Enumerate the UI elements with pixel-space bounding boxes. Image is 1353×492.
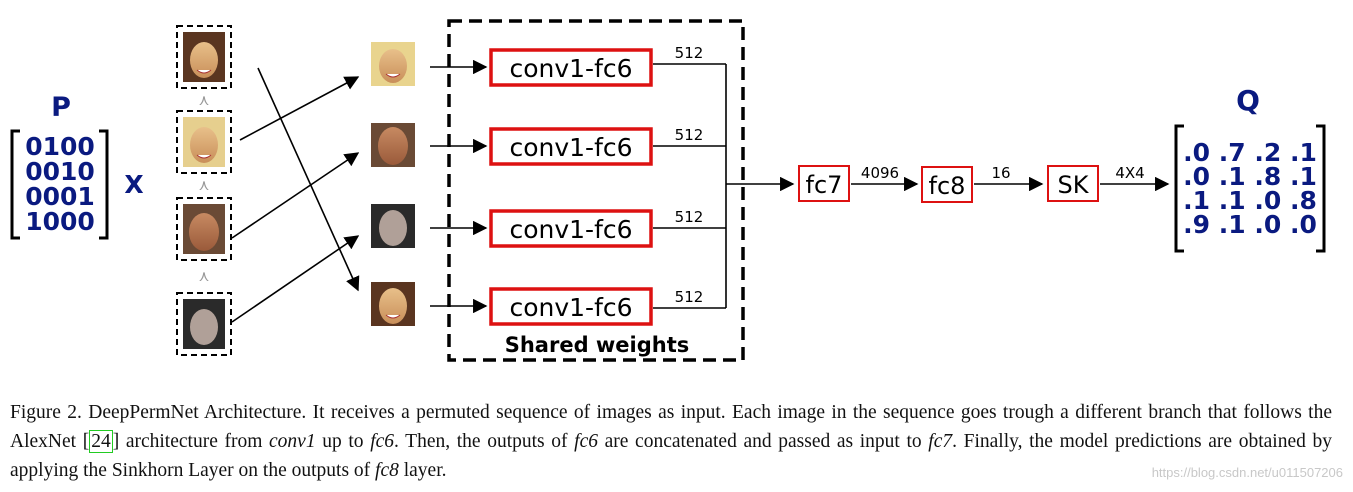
q-matrix-row: .0 .1 .8 .1 [1183, 162, 1317, 191]
branch-conv1-fc6: conv1-fc6 [489, 287, 653, 326]
p-matrix-row: 0100 [25, 132, 95, 161]
svg-text:fc7: fc7 [806, 171, 843, 199]
branch-label: conv1-fc6 [509, 293, 632, 322]
q-matrix-row: .0 .7 .2 .1 [1183, 138, 1317, 167]
q-matrix: .0 .7 .2 .1 .0 .1 .8 .1 .1 .1 .0 .8 .9 .… [1174, 124, 1326, 253]
multiply-symbol: X [124, 170, 143, 199]
fc7-layer: fc7 [798, 165, 850, 202]
concat-lines [653, 63, 795, 309]
dim-label: 4X4 [1115, 164, 1144, 182]
svg-text:SK: SK [1058, 171, 1090, 199]
dim-label: 4096 [861, 164, 899, 182]
q-matrix-row: .9 .1 .0 .0 [1183, 210, 1317, 239]
q-matrix-label: Q [1236, 84, 1260, 117]
p-matrix: 0100 0010 0001 1000 [10, 129, 109, 240]
branch-conv1-fc6: conv1-fc6 [489, 209, 653, 248]
p-matrix-label: P [51, 92, 71, 123]
branch-conv1-fc6: conv1-fc6 [489, 127, 653, 166]
p-matrix-row: 1000 [25, 207, 95, 236]
branch-label: conv1-fc6 [509, 133, 632, 162]
ordered-face-2 [371, 123, 415, 167]
face-to-branch-arrows [430, 59, 488, 314]
branch-label: conv1-fc6 [509, 215, 632, 244]
order-symbol: ⋏ [199, 176, 210, 194]
ordered-face-4 [371, 282, 415, 326]
order-symbol: ⋏ [199, 91, 210, 109]
dim-label: 512 [675, 126, 704, 144]
dim-label: 512 [675, 44, 704, 62]
ordered-face-3 [371, 204, 415, 248]
dim-label: 512 [675, 288, 704, 306]
q-matrix-row: .1 .1 .0 .8 [1183, 186, 1317, 215]
branch-label: conv1-fc6 [509, 54, 632, 83]
p-matrix-row: 0010 [25, 157, 95, 186]
dim-label: 512 [675, 208, 704, 226]
svg-text:fc8: fc8 [929, 172, 966, 200]
input-face-4 [176, 292, 232, 356]
input-face-3 [176, 197, 232, 261]
citation-link[interactable]: 24 [89, 430, 113, 453]
watermark: https://blog.csdn.net/u011507206 [1151, 465, 1343, 480]
permutation-arrows [231, 67, 360, 323]
branch-conv1-fc6: conv1-fc6 [489, 48, 653, 87]
sinkhorn-layer: SK [1047, 165, 1099, 202]
shared-weights-frame [447, 19, 745, 362]
input-face-2 [176, 110, 232, 174]
dim-label: 16 [991, 164, 1010, 182]
figure-caption: Figure 2. DeepPermNet Architecture. It r… [10, 402, 1332, 481]
p-matrix-row: 0001 [25, 182, 95, 211]
order-symbol: ⋏ [199, 267, 210, 285]
ordered-face-1 [371, 42, 415, 86]
input-face-1 [176, 25, 232, 89]
shared-weights-label: Shared weights [505, 333, 690, 357]
fc8-layer: fc8 [921, 166, 973, 203]
